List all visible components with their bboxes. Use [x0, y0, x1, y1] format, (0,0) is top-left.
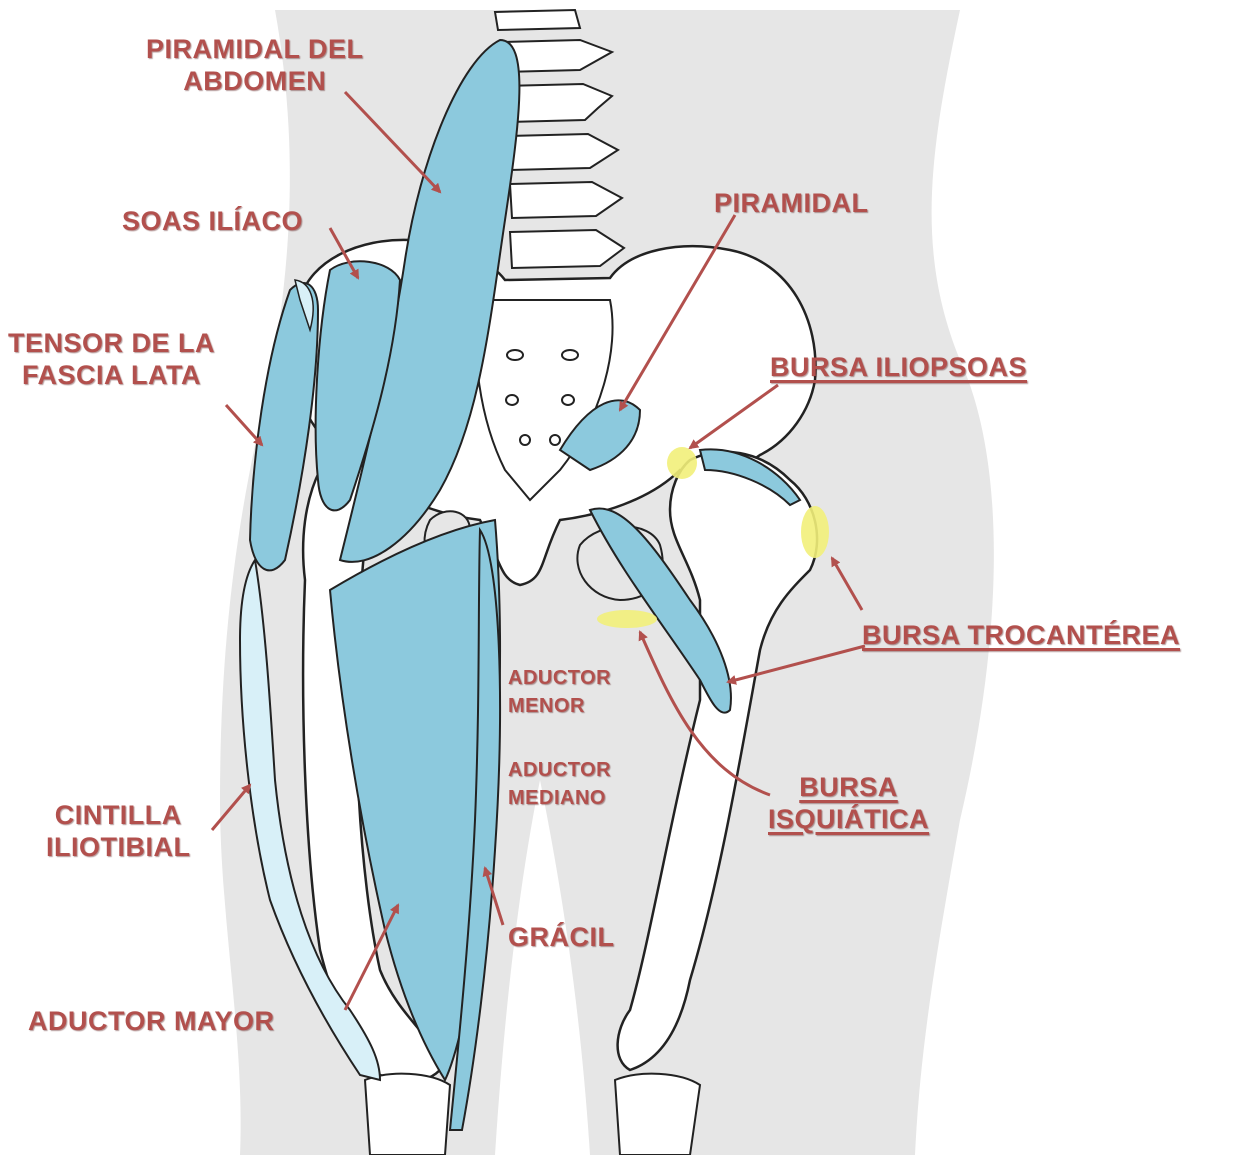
label-bursa-trocanterea: BURSA TROCANTÉREA: [862, 620, 1180, 652]
label-piramidal: PIRAMIDAL: [714, 188, 869, 220]
bursa-trocanterea-spot: [801, 506, 829, 558]
label-aductor-mayor: ADUCTOR MAYOR: [28, 1006, 275, 1038]
label-bursa-iliopsoas: BURSA ILIOPSOAS: [770, 352, 1027, 384]
bursa-isquiatica-spot: [597, 610, 657, 628]
label-gracil: GRÁCIL: [508, 922, 615, 954]
bursa-iliopsoas-spot: [667, 447, 697, 479]
right-tibia: [615, 1074, 700, 1155]
left-tibia: [365, 1074, 450, 1155]
label-soas-iliaco: SOAS ILÍACO: [122, 206, 303, 238]
